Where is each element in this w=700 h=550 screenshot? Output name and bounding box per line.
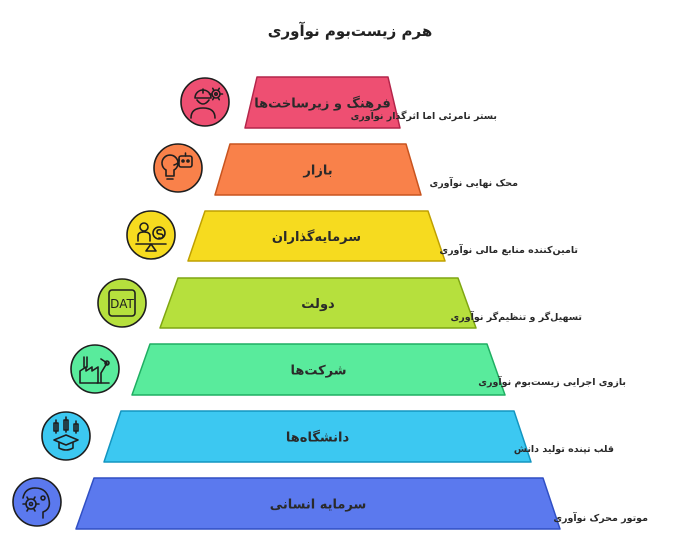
investor-scale-icon — [126, 210, 176, 260]
tier-description: محک نهایی نوآوری — [429, 176, 518, 189]
tier-label: دانشگاه‌ها — [286, 430, 350, 446]
robot-lightbulb-icon — [153, 143, 203, 193]
tier-label: دولت — [301, 297, 335, 312]
pyramid-tier-shape — [103, 410, 532, 463]
tier-description: تامین‌کننده منابع مالی نوآوری — [439, 243, 578, 256]
tier-description: موتور محرک نوآوری — [553, 511, 648, 524]
svg-text:DAT: DAT — [110, 297, 134, 311]
tier-description: بازوی اجرایی زیست‌بوم نوآوری — [478, 375, 626, 388]
pyramid-tier: دانشگاه‌ها — [103, 410, 532, 463]
tier-label: فرهنگ و زیرساخت‌ها — [254, 96, 391, 112]
pyramid-tier-shape — [131, 343, 506, 396]
dat-document-icon: DAT — [97, 278, 147, 328]
tier-label: بازار — [302, 164, 332, 179]
diagram-title: هرم زیست‌بوم نوآوری — [267, 22, 433, 40]
tier-description: تسهیل‌گر و تنظیم‌گر نوآوری — [451, 310, 582, 323]
pyramid-tier: بازار — [214, 143, 422, 196]
pyramid-tier-shape — [244, 76, 401, 129]
pyramid-tier: دولت — [159, 277, 477, 329]
pyramid-tier: فرهنگ و زیرساخت‌ها — [244, 76, 401, 129]
tier-label: شرکت‌ها — [290, 364, 346, 379]
pyramid-tier-shape — [159, 277, 477, 329]
tier-description: بستر نامرئی اما اثرگذار نوآوری — [351, 109, 497, 122]
pyramid-tier: شرکت‌ها — [131, 343, 506, 396]
pyramid-tier-shape — [75, 477, 561, 530]
pyramid-tier: سرمایه انسانی — [75, 477, 561, 530]
head-gear-icon — [12, 477, 62, 527]
tier-description: قلب تپنده تولید دانش — [514, 444, 614, 455]
pyramid-tier-shape — [187, 210, 446, 262]
pyramid-tier: سرمایه‌گذاران — [187, 210, 446, 262]
graduation-cap-chart-icon — [41, 411, 91, 461]
pyramid-tier-shape — [214, 143, 422, 196]
factory-robot-arm-icon — [70, 344, 120, 394]
person-gear-icon — [180, 77, 230, 127]
tier-label: سرمایه انسانی — [270, 498, 367, 513]
tier-label: سرمایه‌گذاران — [272, 229, 361, 245]
